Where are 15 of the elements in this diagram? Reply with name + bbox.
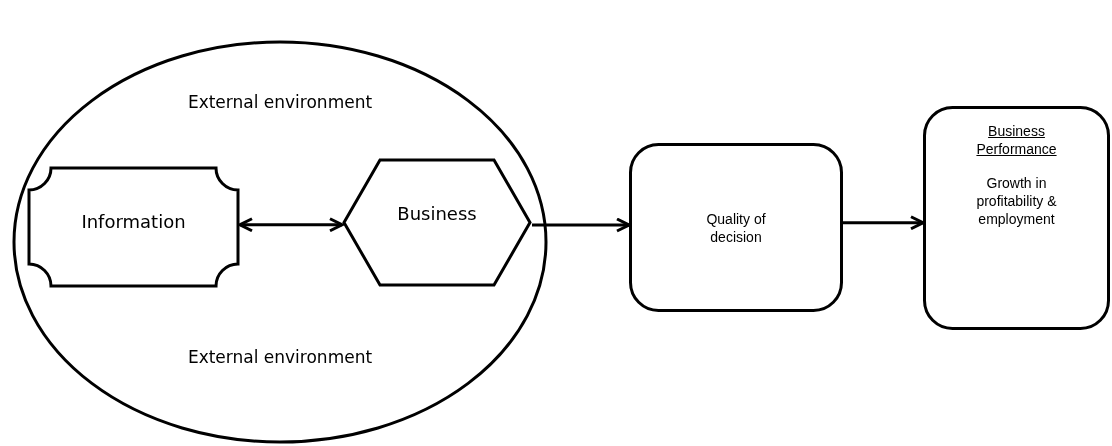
rounded-box [923,106,1110,330]
box-heading: Business Performance [975,122,1058,158]
node-label: Quality of decision [705,209,767,246]
rounded-box [629,143,843,312]
environment-ellipse [12,40,548,444]
arrow [843,215,925,231]
box-text: Growth in profitability & employment [975,174,1058,228]
hexagon-shape [342,158,532,287]
plaque-shape [27,166,240,288]
node-label: Business [397,202,477,226]
region-label: External environment [187,346,373,369]
node-label: Information [81,210,186,234]
region-label: External environment [187,91,373,114]
arrow [532,217,631,233]
arrow [238,217,344,233]
